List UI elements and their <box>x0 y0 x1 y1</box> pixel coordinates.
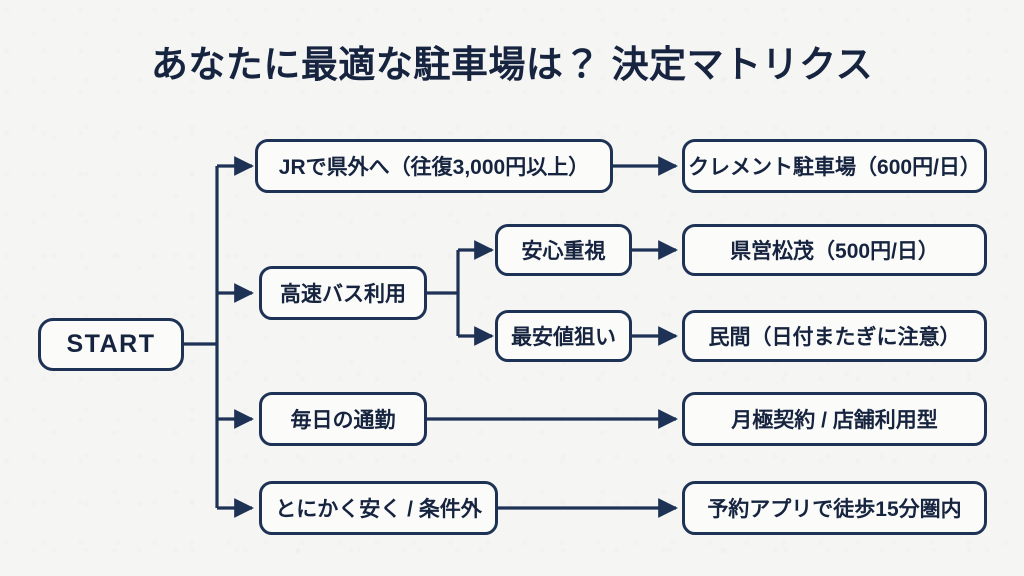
node-sub-anshin[interactable]: 安心重視 <box>495 224 632 276</box>
node-sub-saiyasune[interactable]: 最安値狙い <box>495 310 632 362</box>
node-result-anshin[interactable]: 県営松茂（500円/日） <box>682 224 987 276</box>
node-result-saiyasune[interactable]: 民間（日付またぎに注意） <box>682 310 987 362</box>
node-result-commute[interactable]: 月極契約 / 店舗利用型 <box>682 392 987 446</box>
page-title: あなたに最適な駐車場は？ 決定マトリクス <box>150 44 874 85</box>
node-branch-commute[interactable]: 毎日の通勤 <box>259 392 427 446</box>
node-result-cheapest[interactable]: 予約アプリで徒歩15分圏内 <box>682 481 987 535</box>
node-branch-highway-bus[interactable]: 高速バス利用 <box>259 266 427 320</box>
node-start[interactable]: START <box>38 318 184 371</box>
node-branch-jr[interactable]: JRで県外へ（往復3,000円以上） <box>255 139 613 193</box>
node-branch-cheapest[interactable]: とにかく安く / 条件外 <box>259 481 498 535</box>
node-result-jr[interactable]: クレメント駐車場（600円/日） <box>682 139 987 193</box>
